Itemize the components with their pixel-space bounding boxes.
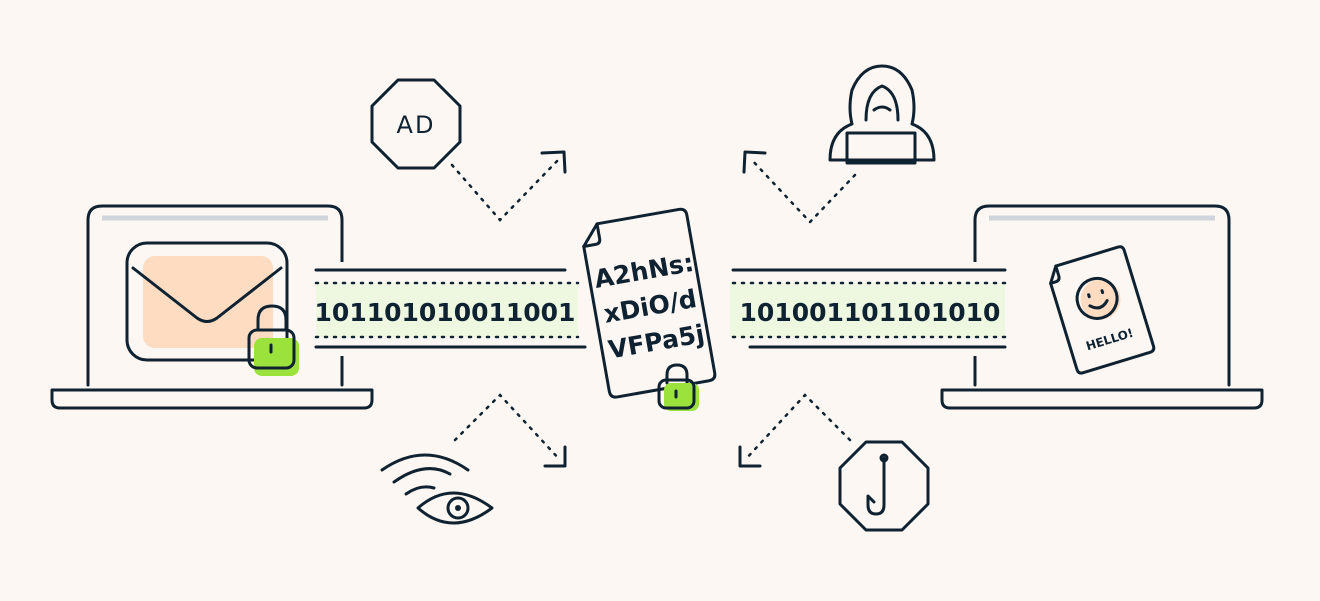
encrypted-document: A2hNs: xDiO/d VFPa5j [582,207,717,399]
left-binary-text: 101101010011001 [315,298,576,327]
phishing-hook-icon [838,440,930,532]
right-binary-text: 101001101101010 [740,298,1001,327]
decrypted-document: HELLO! [1049,245,1156,375]
hacker-icon [828,64,936,165]
arrow-to-wifi [453,393,567,468]
arrow-to-hook [738,393,852,468]
smiley-icon [1075,276,1121,320]
receiver-laptop: HELLO! [940,204,1264,410]
hello-label: HELLO! [1084,326,1135,354]
wifi-eye-icon [380,453,494,525]
document-lock-icon [657,363,699,411]
arrow-to-hacker [742,150,857,224]
envelope-icon [125,241,289,362]
arrow-to-ad [450,150,567,222]
ad-octagon-icon: AD [370,78,462,170]
lock-icon [247,304,299,376]
sender-laptop [50,204,374,410]
right-data-band: 101001101101010 [730,262,1007,356]
left-data-band: 101101010011001 [314,262,587,356]
ad-label: AD [397,111,436,139]
